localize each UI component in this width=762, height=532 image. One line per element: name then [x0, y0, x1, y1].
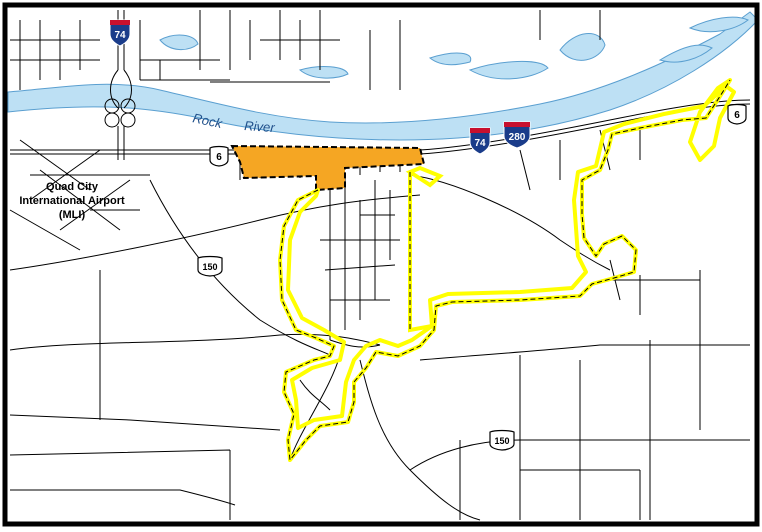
shield-label: 150: [494, 436, 509, 446]
interstate-shield-icon: 74: [109, 19, 131, 47]
us-route-shield-icon: 150: [489, 429, 515, 451]
shield-label: 6: [216, 152, 222, 163]
shield-label: 74: [114, 30, 126, 41]
shield-label: 150: [202, 262, 217, 272]
interstate-shield-icon: 280: [503, 121, 531, 149]
airport-label: Quad City International Airport (MLI): [19, 181, 125, 221]
airport-label-line3: (MLI): [59, 209, 86, 221]
interstate-shield-icon: 74: [469, 127, 491, 155]
airport-label-line1: Quad City: [46, 181, 99, 193]
airport-label-line2: International Airport: [19, 195, 125, 207]
shield-label: 6: [734, 110, 740, 121]
shield-label: 74: [474, 138, 486, 149]
river-label: Rock River: [191, 110, 275, 135]
shield-label: 280: [509, 132, 526, 143]
us-route-shield-icon: 6: [727, 103, 747, 125]
road-network: [9, 10, 751, 521]
highlighted-area: [230, 144, 426, 192]
rock-river: [7, 11, 759, 141]
river-label-part1: Rock: [191, 110, 225, 131]
river-label-part2: River: [244, 118, 276, 135]
us-route-shield-icon: 6: [209, 145, 229, 167]
study-area-boundary: [278, 78, 736, 462]
us-route-shield-icon: 150: [197, 255, 223, 277]
